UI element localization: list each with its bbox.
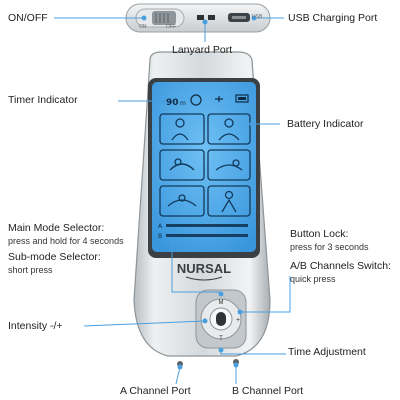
ab-switch-label: A/B Channels Switch: quick press [290, 260, 391, 286]
mode-tile [207, 149, 251, 181]
battery-indicator-label: Battery Indicator [287, 118, 364, 130]
mode-tile [207, 113, 251, 145]
timer-unit: m [180, 100, 186, 107]
a-channel-port-label: A Channel Port [120, 385, 191, 397]
switch-on-text: ON [139, 24, 147, 30]
lanyard-hole-left [197, 15, 204, 20]
lanyard-hole-right [208, 15, 215, 20]
device-top-view [125, 3, 271, 33]
brand-logo: NURSAL [177, 261, 231, 276]
usb-port-label: USB Charging Port [288, 12, 378, 24]
key-lock-icon [215, 96, 223, 102]
mode-tile [159, 149, 205, 181]
ab-switch-note: quick press [290, 274, 336, 284]
timer-indicator-label: Timer Indicator [8, 94, 78, 106]
time-button[interactable]: T [219, 336, 223, 342]
button-lock-title: Button Lock: [290, 228, 349, 240]
sub-mode-selector-label: Sub-mode Selector: short press [8, 251, 101, 277]
usb-tag-text: USB [252, 14, 263, 20]
button-lock-label: Button Lock: press for 3 seconds [290, 228, 369, 254]
mode-tile [159, 113, 205, 145]
timer-readout: 90 [166, 98, 179, 108]
main-mode-selector-note: press and hold for 4 seconds [8, 236, 124, 246]
intensity-label: Intensity -/+ [8, 320, 63, 332]
main-mode-selector-label: Main Mode Selector: press and hold for 4… [8, 222, 124, 248]
sub-mode-selector-title: Sub-mode Selector: [8, 251, 101, 263]
b-channel-port-label: B Channel Port [232, 385, 304, 397]
switch-off-text: OFF [166, 24, 176, 30]
on-off-label: ON/OFF [8, 12, 48, 24]
device-body: 90 m A B NURSAL M - + T [133, 51, 271, 367]
channel-a-indicator: A [158, 223, 163, 230]
channel-b-indicator: B [158, 233, 162, 240]
intensity-down-button[interactable]: - [204, 314, 207, 323]
timer-clock-icon [190, 94, 202, 106]
time-adjustment-label: Time Adjustment [288, 346, 366, 358]
sub-mode-selector-note: short press [8, 265, 53, 275]
intensity-up-button[interactable]: + [236, 317, 240, 324]
ab-switch-title: A/B Channels Switch: [290, 260, 391, 272]
leader-lines [54, 15, 291, 385]
mode-tile [159, 185, 205, 217]
button-lock-note: press for 3 seconds [290, 242, 369, 252]
mode-button[interactable]: M [219, 300, 224, 306]
main-mode-selector-title: Main Mode Selector: [8, 222, 105, 234]
lanyard-port-label: Lanyard Port [172, 44, 233, 56]
mode-tile [207, 185, 251, 217]
battery-icon [235, 94, 249, 103]
